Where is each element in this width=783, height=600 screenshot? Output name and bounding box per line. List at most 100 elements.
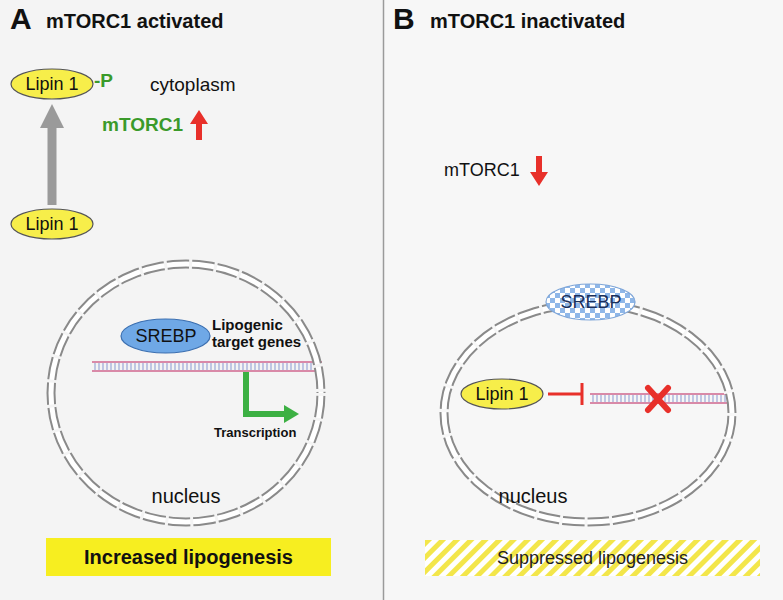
dna-rung [226, 363, 227, 370]
transcription-factor-oval: SREBP [120, 318, 211, 354]
dna-rung [162, 363, 163, 370]
panel-letter: A [10, 2, 32, 37]
dna-rung [648, 395, 649, 402]
node-label: Suppressed lipogenesis [497, 548, 688, 569]
panel-title: mTORC1 inactivated [430, 10, 625, 33]
dna-rung [672, 395, 673, 402]
nuclear-envelope [444, 304, 732, 522]
nuclear-envelope [51, 264, 321, 522]
dna-rung [274, 363, 275, 370]
dna-rung [166, 363, 167, 370]
node-label: Lipin 1 [25, 214, 78, 235]
nuclear-envelope [51, 264, 321, 522]
dna-rung [640, 395, 641, 402]
dna-rung [688, 395, 689, 402]
dna-rung [596, 395, 597, 402]
dna-rung [150, 363, 151, 370]
panel-a-ground [0, 0, 383, 600]
dna-rung [632, 395, 633, 402]
dna-rung [676, 395, 677, 402]
dna-rung [600, 395, 601, 402]
dna-rung [102, 363, 103, 370]
dna-rung [202, 363, 203, 370]
dna-rung [310, 363, 311, 370]
oval-outline [11, 209, 93, 239]
dna-rung [716, 395, 717, 402]
dna-backbone [92, 361, 322, 363]
dna-rung [286, 363, 287, 370]
box-fill [425, 540, 760, 576]
dna-rung [266, 363, 267, 370]
connectors [52, 126, 53, 205]
dna-rung [178, 363, 179, 370]
dna-rung [704, 395, 705, 402]
dna-rung [174, 363, 175, 370]
dna-rung [696, 395, 697, 402]
oval-outline [11, 69, 93, 99]
oval-outline [121, 319, 210, 353]
oval-outline [461, 379, 543, 409]
dna-rung [628, 395, 629, 402]
dna-rung [624, 395, 625, 402]
oval-outline [546, 284, 635, 320]
dna-rung [122, 363, 123, 370]
dna-rung [708, 395, 709, 402]
nucleus-outline-shape [438, 298, 738, 528]
panel-b-ground [384, 0, 783, 600]
node-label: SREBP [135, 326, 196, 347]
dna-backbone [92, 370, 322, 372]
outcome-box: Increased lipogenesis [46, 538, 331, 576]
dna-rung [234, 363, 235, 370]
dna-rung [190, 363, 191, 370]
dna-rung [636, 395, 637, 402]
decrease-arrow [530, 156, 548, 186]
panel-divider [383, 0, 385, 600]
protein-oval: Lipin 1 [10, 208, 94, 240]
dna-rung [198, 363, 199, 370]
dna-rung [302, 363, 303, 370]
dna-rung [170, 363, 171, 370]
dna-rung [218, 363, 219, 370]
dna-rung [114, 363, 115, 370]
dna-rung [138, 363, 139, 370]
node-label: Lipin 1 [25, 74, 78, 95]
panel-title: mTORC1 activated [46, 10, 223, 33]
dna-rung [246, 363, 247, 370]
dna-rung [270, 363, 271, 370]
dna-rung [720, 395, 721, 402]
dna-rung [680, 395, 681, 402]
process-arrow [48, 126, 57, 205]
dna-rung [94, 363, 95, 370]
phosphate-label: -P [94, 70, 113, 92]
dna-rung [592, 395, 593, 402]
dna-rung [130, 363, 131, 370]
dna-rung [146, 363, 147, 370]
process-label: Transcription [214, 426, 296, 441]
dna-rung [158, 363, 159, 370]
dna-strand [92, 362, 322, 371]
dna-rung [684, 395, 685, 402]
kinase-label: mTORC1 [444, 160, 520, 181]
dna-rung [290, 363, 291, 370]
inhibition-line [548, 393, 582, 396]
dna-rung [258, 363, 259, 370]
dna-rung [712, 395, 713, 402]
dna-rung [620, 395, 621, 402]
dna-rung [142, 363, 143, 370]
nucleus-outline: nucleusSREBPLipin 1 [438, 298, 738, 528]
block-cross [648, 388, 668, 410]
dna-rung [214, 363, 215, 370]
dna-rung [250, 363, 251, 370]
dna-rung [134, 363, 135, 370]
dna-rung [608, 395, 609, 402]
dna-rung [278, 363, 279, 370]
gene-label: Lipogenic target genes [212, 316, 320, 351]
dna-rung [206, 363, 207, 370]
node-label: Increased lipogenesis [84, 546, 293, 569]
kinase-label: mTORC1 [102, 114, 183, 136]
protein-oval: Lipin 1 [460, 378, 544, 410]
box-fill [46, 538, 331, 576]
node-label: nucleus [499, 485, 568, 508]
outcome-box: Suppressed lipogenesis [425, 540, 760, 576]
dna-rung [262, 363, 263, 370]
